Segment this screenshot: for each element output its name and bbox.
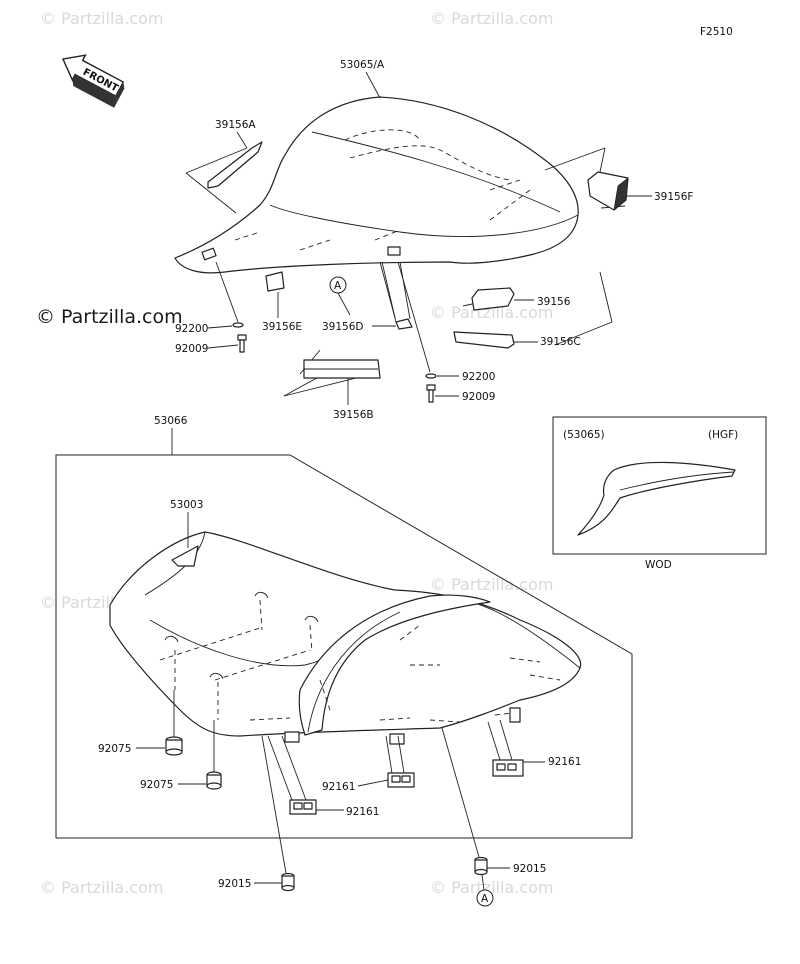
collar-92015-right [474,856,488,876]
callout-39156d: 39156D [322,321,364,333]
callout-39156a: 39156A [215,119,256,131]
bracket-line [599,147,606,173]
callout-92009-right: 92009 [462,391,495,403]
bracket-line [599,271,613,323]
ref-mark-a-upper: A [329,276,351,316]
damper-92161-right [492,759,524,777]
callout-92015-right: 92015 [513,863,546,875]
watermarks: © Partzilla.com © Partzilla.com © Partzi… [36,9,553,897]
ref-mark-label: A [481,893,489,905]
callout-53003: 53003 [170,499,203,511]
callout-92075-bottom: 92075 [140,779,173,791]
watermark-text: © Partzilla.com [430,9,553,28]
callout-92015-left: 92015 [218,878,251,890]
watermark-text: © Partzilla.com [40,9,163,28]
watermark-text: © Partzilla.com [430,878,553,897]
callout-92075-top: 92075 [98,743,131,755]
assembly-frame [55,454,633,839]
pad-39156a [207,141,263,189]
bracket-line [544,147,606,171]
inset-left-label: (53065) [563,429,605,441]
passenger-seat-53065 [174,96,579,274]
pad-39156d [395,318,413,330]
bracket-line [185,172,237,214]
callout-53065a: 53065/A [340,59,385,71]
watermark-text: © Partzilla.com [430,303,553,322]
watermark-prominent: © Partzilla.com [36,306,183,328]
rider-seat-53066 [109,531,582,745]
pad-39156f [587,171,629,211]
callout-92009-left: 92009 [175,343,208,355]
bracket-line [554,321,613,346]
pad-39156e [265,271,285,292]
callout-92200-right: 92200 [462,371,495,383]
callout-39156f: 39156F [654,191,693,203]
front-arrow-icon: FRONT [61,54,125,108]
callout-39156e: 39156E [262,321,302,333]
inset-right-label: (HGF) [708,429,738,441]
grommet-92075-bottom [206,771,222,790]
callout-39156b: 39156B [333,409,374,421]
washer-92200-left [232,322,244,328]
figure-code: F2510 [700,26,733,38]
ref-mark-label: A [334,280,342,292]
pad-39156 [471,287,515,311]
collar-92015-left [281,872,295,892]
washer-92200-right [425,373,437,379]
callout-39156c: 39156C [540,336,581,348]
damper-92161-mid [387,772,415,788]
inset-caption: WOD [645,559,672,571]
ref-mark-a-lower: A [476,874,494,907]
damper-92161-left [289,799,317,815]
variant-inset: (53065) (HGF) WOD [552,416,767,571]
callout-92161-mid: 92161 [322,781,355,793]
bolt-92009-left [237,334,247,353]
watermark-text: © Partzilla.com [430,575,553,594]
callout-39156: 39156 [537,296,571,308]
callout-92200-left: 92200 [175,323,208,335]
bolt-92009-right [426,384,436,403]
watermark-text: © Partzilla.com [40,878,163,897]
grommet-92075-top [165,736,183,756]
callout-92161-left: 92161 [346,806,379,818]
pad-39156c [453,331,515,349]
callout-53066: 53066 [154,415,188,427]
callout-92161-right: 92161 [548,756,581,768]
bracket-line [185,147,248,174]
